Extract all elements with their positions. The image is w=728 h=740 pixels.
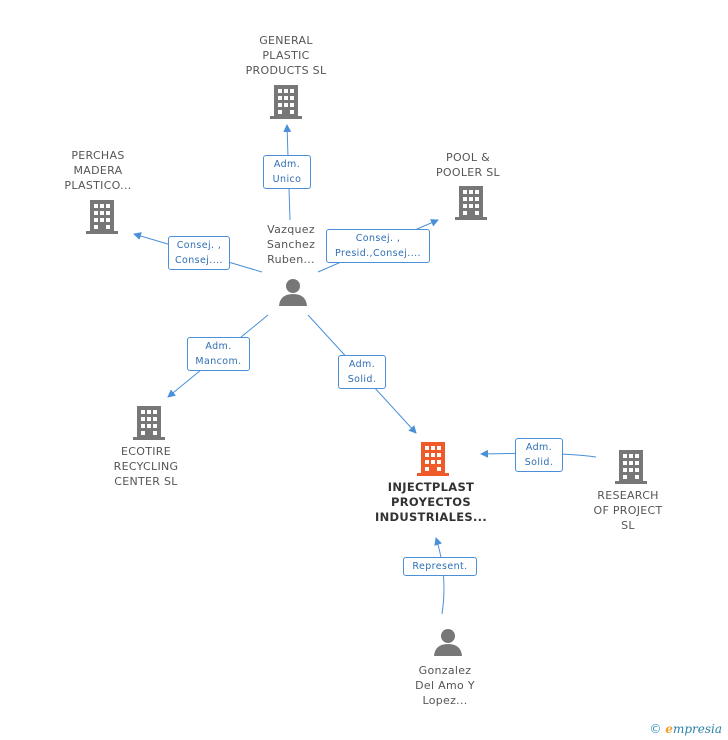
person-icon[interactable] bbox=[278, 278, 308, 306]
node-label: RESEARCH OF PROJECT SL bbox=[593, 489, 663, 532]
role-adm-solid-research[interactable]: Adm. Solid. bbox=[515, 438, 563, 472]
node-pool-pooler[interactable]: POOL & POOLER SL bbox=[418, 150, 518, 180]
node-label: ECOTIRE RECYCLING CENTER SL bbox=[113, 445, 179, 488]
building-icon[interactable] bbox=[86, 200, 118, 234]
node-ecotire[interactable]: ECOTIRE RECYCLING CENTER SL bbox=[96, 444, 196, 489]
building-icon[interactable] bbox=[615, 450, 647, 484]
building-icon[interactable] bbox=[455, 186, 487, 220]
node-research[interactable]: RESEARCH OF PROJECT SL bbox=[578, 488, 678, 533]
role-consej-perchas[interactable]: Consej. , Consej.... bbox=[168, 236, 230, 270]
node-label: PERCHAS MADERA PLASTICO... bbox=[64, 149, 132, 192]
role-adm-solid-vazquez[interactable]: Adm. Solid. bbox=[338, 355, 386, 389]
node-label: INJECTPLAST PROYECTOS INDUSTRIALES... bbox=[374, 480, 488, 524]
node-vazquez[interactable]: Vazquez Sanchez Ruben... bbox=[240, 222, 342, 267]
brand-logo[interactable]: empresia bbox=[665, 722, 722, 736]
building-icon[interactable] bbox=[270, 85, 302, 119]
node-general-plastic[interactable]: GENERAL PLASTIC PRODUCTS SL bbox=[236, 33, 336, 78]
edge-gonzalez-injectplast bbox=[434, 537, 445, 615]
building-icon-main[interactable] bbox=[417, 442, 449, 476]
building-icon[interactable] bbox=[133, 406, 165, 440]
node-label: POOL & POOLER SL bbox=[436, 151, 500, 179]
role-consej-pool[interactable]: Consej. , Presid.,Consej.... bbox=[326, 229, 430, 263]
node-label: Gonzalez Del Amo Y Lopez... bbox=[415, 664, 475, 707]
role-adm-mancom[interactable]: Adm. Mancom. bbox=[187, 337, 250, 371]
node-perchas[interactable]: PERCHAS MADERA PLASTICO... bbox=[48, 148, 148, 193]
copyright-symbol: © bbox=[649, 722, 662, 736]
node-injectplast[interactable]: INJECTPLAST PROYECTOS INDUSTRIALES... bbox=[366, 480, 496, 525]
node-gonzalez[interactable]: Gonzalez Del Amo Y Lopez... bbox=[395, 663, 495, 708]
role-adm-unico[interactable]: Adm. Unico bbox=[263, 155, 311, 189]
footer-credit: © empresia bbox=[649, 722, 722, 736]
person-icon[interactable] bbox=[433, 628, 463, 656]
node-label: Vazquez Sanchez Ruben... bbox=[266, 223, 316, 266]
brand-initial: e bbox=[665, 722, 673, 736]
node-label: GENERAL PLASTIC PRODUCTS SL bbox=[245, 34, 327, 77]
brand-name: mpresia bbox=[672, 722, 722, 736]
role-represent[interactable]: Represent. bbox=[403, 557, 477, 576]
